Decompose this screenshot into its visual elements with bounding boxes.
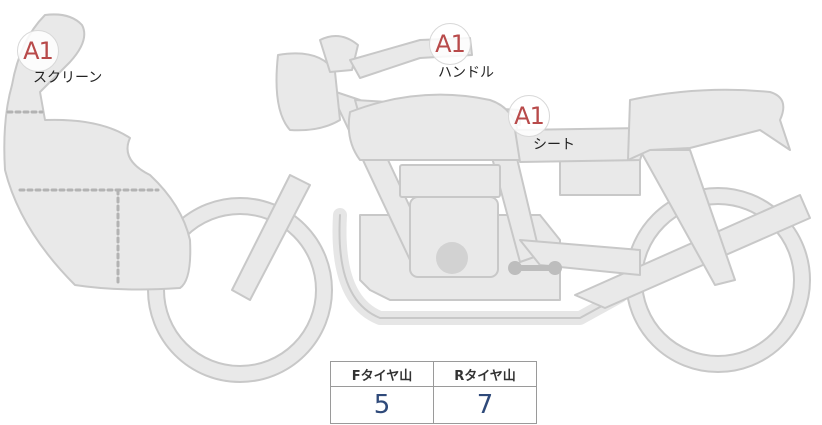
tire-tread-table: Fタイヤ山 Rタイヤ山 5 7	[330, 361, 537, 424]
seat-label: シート	[533, 137, 575, 153]
handle-label: ハンドル	[438, 65, 494, 81]
screen-label: スクリーン	[33, 70, 103, 86]
front-tire-tread-header: Fタイヤ山	[330, 361, 434, 387]
fuel-tank	[347, 93, 521, 161]
front-fork	[231, 174, 311, 301]
tail-cowl	[627, 88, 791, 161]
engine	[399, 164, 562, 278]
front-tire-tread-value: 5	[330, 386, 434, 424]
rear-tire-tread-header: Rタイヤ山	[433, 361, 537, 387]
rear-tire-tread-value: 7	[433, 386, 537, 424]
handle-badge: A1	[429, 23, 471, 65]
front-cowl	[3, 13, 192, 291]
screen-badge: A1	[17, 30, 59, 72]
seat-badge: A1	[508, 95, 550, 137]
